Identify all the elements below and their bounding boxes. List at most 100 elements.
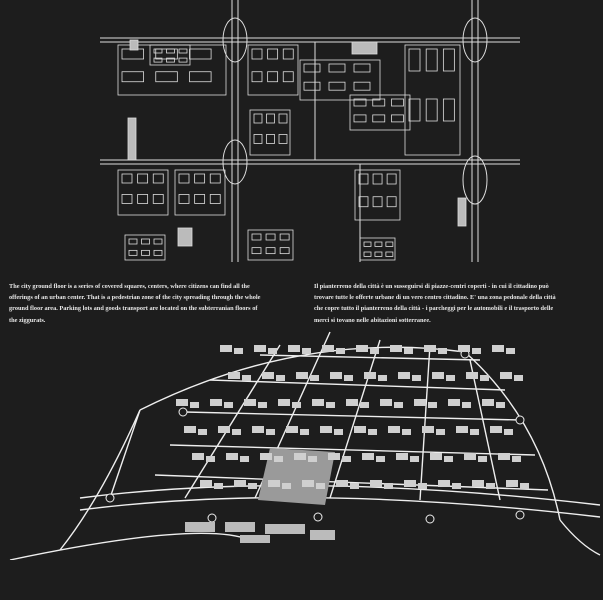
ziggurat-buildings — [176, 345, 529, 489]
ziggurat-building — [296, 372, 308, 379]
ziggurat-building — [346, 399, 358, 406]
ziggurat-building — [294, 453, 306, 460]
plan-room — [374, 251, 383, 257]
ziggurat-building — [482, 399, 494, 406]
ziggurat-building — [242, 375, 251, 381]
ziggurat-building — [220, 345, 232, 352]
plan-room — [128, 249, 138, 256]
ziggurat-building — [248, 483, 257, 489]
plan-room — [253, 134, 263, 144]
plan-hatched-area — [351, 41, 378, 55]
plan-block — [299, 59, 381, 101]
plan-room — [155, 71, 178, 83]
plan-room — [121, 194, 133, 204]
ziggurat-building — [226, 453, 238, 460]
plan-room — [194, 173, 206, 184]
plan-room — [267, 48, 279, 60]
ziggurat-building — [308, 456, 317, 462]
plan-room — [442, 98, 455, 122]
plan-room — [166, 48, 175, 54]
ziggurat-building — [190, 402, 199, 408]
ziggurat-building — [300, 429, 309, 435]
ziggurat-building — [430, 453, 442, 460]
ziggurat-building — [342, 456, 351, 462]
caption-line: che copre tutto il pianterreno della cit… — [314, 305, 554, 313]
ziggurat-building — [364, 372, 376, 379]
ziggurat-building — [452, 483, 461, 489]
ziggurat-building — [402, 429, 411, 435]
ziggurat-building — [370, 348, 379, 354]
plan-room — [251, 48, 263, 60]
ziggurat-building — [448, 399, 460, 406]
plan-room — [166, 57, 175, 63]
ziggurat-building — [390, 345, 402, 352]
ziggurat-building — [356, 345, 368, 352]
plan-room — [153, 48, 163, 54]
ziggurat-building — [336, 348, 345, 354]
ziggurat-building — [302, 480, 314, 487]
plan-room — [121, 71, 145, 83]
caption-line: Il pianterreno della città è un sussegui… — [314, 283, 549, 290]
plan-room — [353, 98, 367, 107]
ziggurat-building — [506, 480, 518, 487]
ziggurat-building — [424, 345, 436, 352]
ziggurat-building — [380, 399, 392, 406]
ziggurat-building — [472, 348, 481, 354]
ziggurat-building — [370, 480, 382, 487]
plan-room — [141, 238, 150, 245]
ziggurat-building — [456, 426, 468, 433]
ziggurat-building — [344, 375, 353, 381]
ziggurat-building — [492, 345, 504, 352]
plan-room — [442, 48, 455, 72]
plan-room — [353, 81, 371, 91]
ziggurat-building — [286, 426, 298, 433]
plan-room — [209, 173, 221, 184]
plan-block — [117, 169, 169, 216]
ziggurat-building — [288, 345, 300, 352]
plan-room — [391, 98, 404, 107]
plan-room — [385, 251, 394, 257]
plan-block — [359, 237, 396, 261]
ziggurat-building — [322, 345, 334, 352]
ziggurat-building — [254, 345, 266, 352]
ziggurat-building — [192, 453, 204, 460]
caption-line: The city ground floor is a series of cov… — [9, 283, 250, 290]
ziggurat-building — [320, 426, 332, 433]
ziggurat-building — [472, 480, 484, 487]
ziggurat-building — [262, 372, 274, 379]
ziggurat-building — [218, 426, 230, 433]
plan-hatched-area — [457, 197, 467, 227]
plan-room — [363, 241, 372, 247]
plan-block — [404, 44, 461, 156]
plan-room — [121, 173, 133, 184]
ziggurat-building — [504, 429, 513, 435]
plan-room — [251, 71, 263, 83]
ziggurat-building — [512, 456, 521, 462]
ziggurat-building — [326, 402, 335, 408]
plan-block — [247, 44, 299, 96]
plan-room — [278, 113, 288, 124]
ziggurat-building — [444, 456, 453, 462]
ziggurat-building — [394, 402, 403, 408]
plan-room — [178, 57, 188, 63]
ground-floor-plan-drawing — [100, 0, 520, 262]
perspective-nodes — [105, 349, 525, 524]
plan-room — [363, 251, 372, 257]
ziggurat-building — [278, 399, 290, 406]
ziggurat-building — [500, 372, 512, 379]
ziggurat-building — [276, 375, 285, 381]
ziggurat-building — [438, 480, 450, 487]
ziggurat-building — [470, 429, 479, 435]
ziggurat-building — [292, 402, 301, 408]
plan-hatched-area — [127, 117, 137, 161]
plan-room — [358, 173, 369, 185]
plan-roads — [100, 0, 520, 262]
plan-room — [386, 173, 397, 185]
plan-room — [121, 48, 145, 60]
plan-room — [328, 81, 346, 91]
ziggurat-building — [422, 426, 434, 433]
plan-block — [249, 109, 291, 156]
plan-room — [253, 113, 263, 124]
plan-room — [278, 134, 288, 144]
ziggurat-building — [466, 372, 478, 379]
